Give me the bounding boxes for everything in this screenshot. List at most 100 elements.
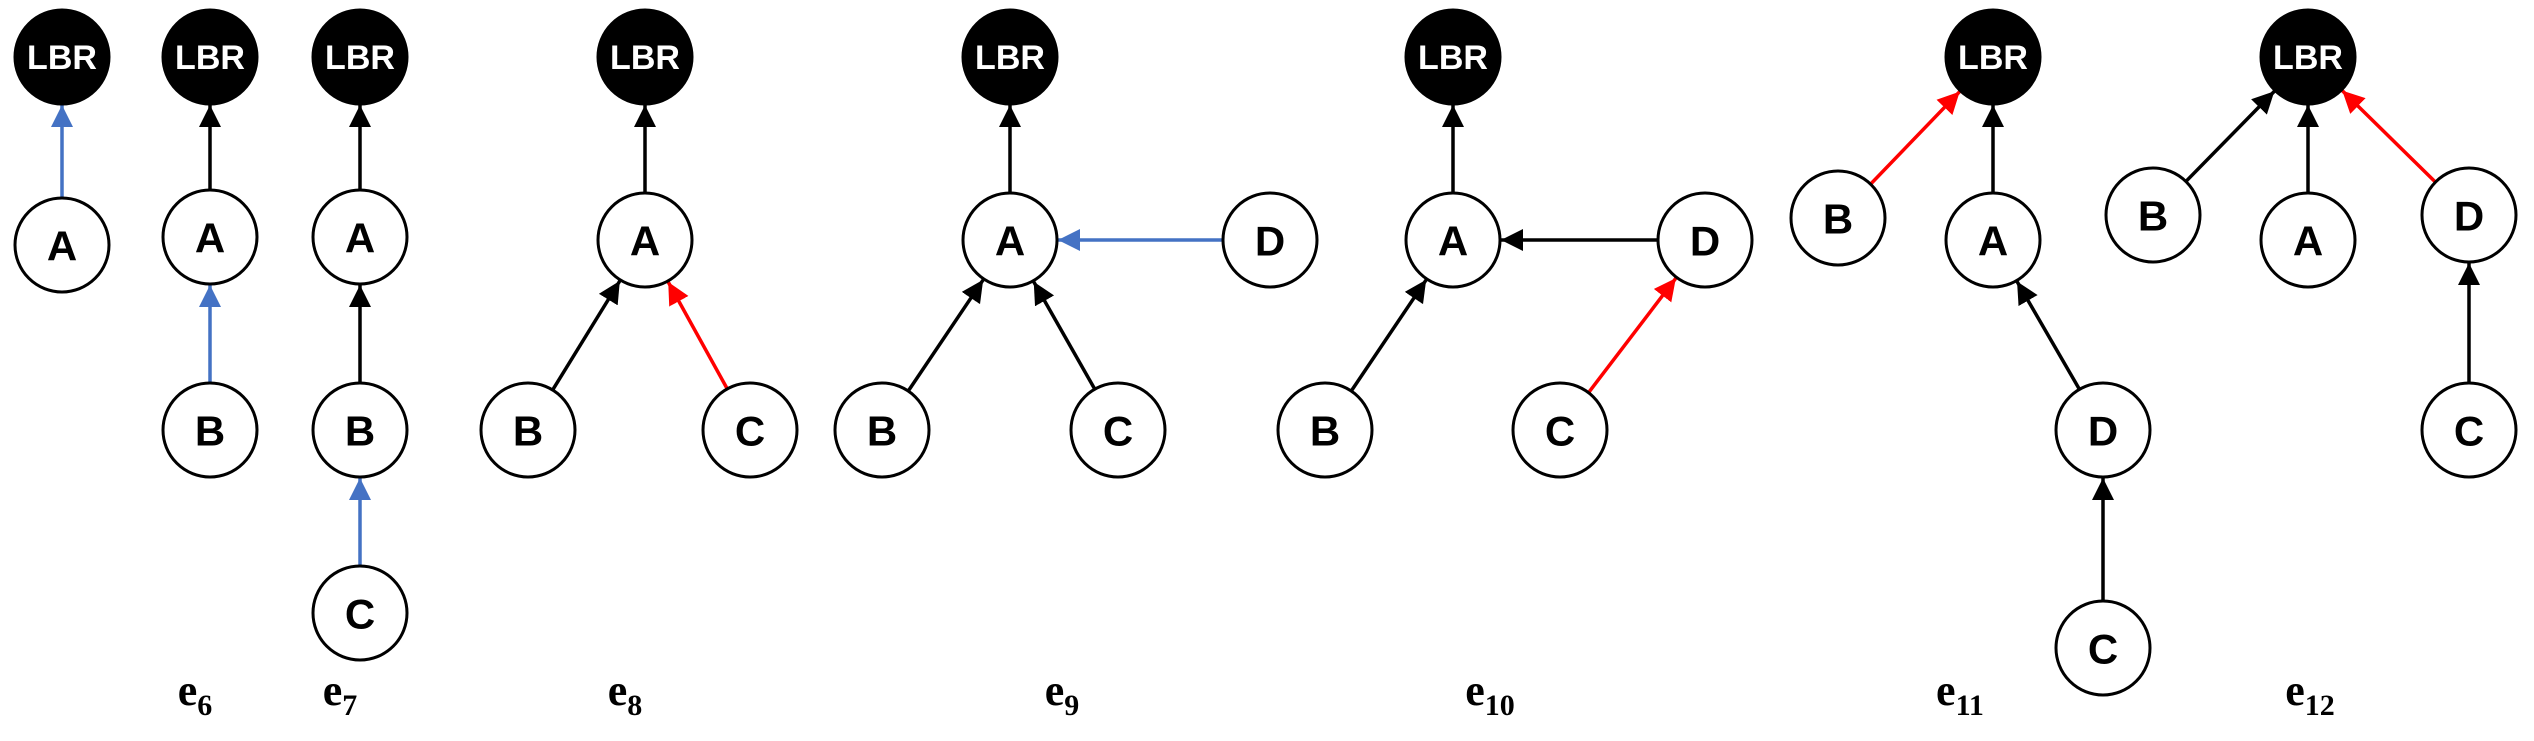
node-circle <box>596 8 694 106</box>
node-label: A <box>2293 218 2323 265</box>
caption-subscript: 10 <box>1485 689 1515 722</box>
node-b: B <box>1789 169 1887 267</box>
node-circle <box>1069 381 1167 479</box>
edge-b-to-a <box>906 278 985 392</box>
caption-subscript: 6 <box>197 689 212 722</box>
edges-layer <box>51 89 2480 601</box>
node-b: B <box>479 381 577 479</box>
node-label: C <box>345 591 375 638</box>
node-circle <box>833 381 931 479</box>
edge-b-to-a <box>1349 278 1428 392</box>
node-label: C <box>2088 626 2118 673</box>
root-node-lbr: LBR <box>596 8 694 106</box>
caption-base: e <box>608 666 628 715</box>
panel-caption: e7 <box>323 666 358 722</box>
node-label: A <box>195 215 225 262</box>
caption-subscript: 9 <box>1064 689 1079 722</box>
node-b: B <box>161 381 259 479</box>
root-node-lbr: LBR <box>1944 8 2042 106</box>
caption-subscript: 11 <box>1956 689 1984 722</box>
edge-c-to-d <box>1587 277 1678 394</box>
node-a: A <box>161 188 259 286</box>
node-label: D <box>1690 218 1720 265</box>
node-circle <box>1221 191 1319 289</box>
node-circle <box>1944 8 2042 106</box>
node-c: C <box>311 564 409 662</box>
node-label: C <box>2454 408 2484 455</box>
node-circle <box>161 8 259 106</box>
node-label: A <box>630 218 660 265</box>
node-c: C <box>1069 381 1167 479</box>
panel-caption: e6 <box>178 666 213 722</box>
edge-d-to-a <box>2015 280 2081 391</box>
node-circle <box>1656 191 1754 289</box>
node-c: C <box>2420 381 2518 479</box>
node-d: D <box>2420 166 2518 264</box>
node-circle <box>701 381 799 479</box>
node-circle <box>1404 191 1502 289</box>
node-a: A <box>2259 191 2357 289</box>
node-a: A <box>596 191 694 289</box>
node-d: D <box>1221 191 1319 289</box>
root-node-lbr: LBR <box>161 8 259 106</box>
node-a: A <box>1404 191 1502 289</box>
node-circle <box>2420 381 2518 479</box>
node-label: D <box>1255 218 1285 265</box>
node-circle <box>1511 381 1609 479</box>
panel-caption: e9 <box>1045 666 1080 722</box>
node-label: A <box>345 215 375 262</box>
caption-base: e <box>323 666 343 715</box>
node-circle <box>13 8 111 106</box>
node-circle <box>161 188 259 286</box>
node-circle <box>13 196 111 294</box>
node-b: B <box>311 381 409 479</box>
node-circle <box>311 564 409 662</box>
node-label: C <box>735 408 765 455</box>
node-label: LBR <box>325 39 395 77</box>
node-circle <box>1944 191 2042 289</box>
node-c: C <box>1511 381 1609 479</box>
root-node-lbr: LBR <box>311 8 409 106</box>
node-label: B <box>345 408 375 455</box>
node-a: A <box>961 191 1059 289</box>
caption-subscript: 8 <box>627 689 642 722</box>
node-b: B <box>833 381 931 479</box>
node-circle <box>311 381 409 479</box>
node-circle <box>961 191 1059 289</box>
node-circle <box>2259 8 2357 106</box>
node-label: LBR <box>175 39 245 77</box>
panel-caption: e8 <box>608 666 643 722</box>
node-label: B <box>867 408 897 455</box>
node-circle <box>2259 191 2357 289</box>
panel-caption: e11 <box>1936 666 1984 722</box>
node-circle <box>2054 381 2152 479</box>
node-label: LBR <box>2273 39 2343 77</box>
node-circle <box>1404 8 1502 106</box>
caption-base: e <box>178 666 198 715</box>
node-label: A <box>1978 218 2008 265</box>
root-node-lbr: LBR <box>1404 8 1502 106</box>
panel-caption: e12 <box>2285 666 2335 722</box>
node-label: LBR <box>1418 39 1488 77</box>
root-node-lbr: LBR <box>2259 8 2357 106</box>
node-circle <box>2104 166 2202 264</box>
node-a: A <box>1944 191 2042 289</box>
node-label: B <box>2138 193 2168 240</box>
node-c: C <box>701 381 799 479</box>
edge-b-to-lbr <box>2184 90 2276 183</box>
node-circle <box>311 8 409 106</box>
node-label: LBR <box>610 39 680 77</box>
node-c: C <box>2054 599 2152 697</box>
edge-d-to-lbr <box>2341 89 2437 184</box>
node-label: B <box>1823 196 1853 243</box>
node-circle <box>311 188 409 286</box>
node-b: B <box>1276 381 1374 479</box>
node-d: D <box>2054 381 2152 479</box>
caption-subscript: 12 <box>2305 689 2335 722</box>
node-circle <box>2420 166 2518 264</box>
node-label: D <box>2454 193 2484 240</box>
node-b: B <box>2104 166 2202 264</box>
node-a: A <box>311 188 409 286</box>
